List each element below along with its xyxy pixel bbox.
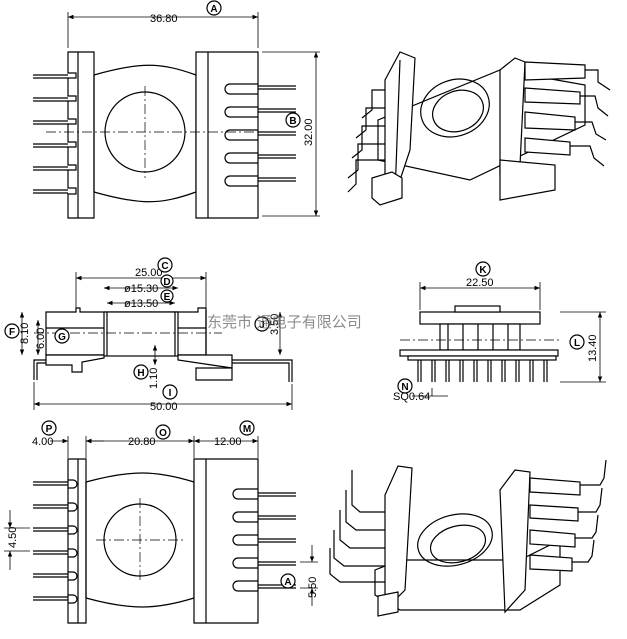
label-circle-I bbox=[162, 384, 178, 400]
dim-pin-pitch-right: 5.50 bbox=[307, 577, 319, 598]
dim-end-width: 22.50 bbox=[466, 277, 494, 289]
dim-pin-offset: 1.10 bbox=[148, 368, 160, 389]
label-J: J bbox=[259, 320, 265, 331]
dim-top-width: 36.80 bbox=[150, 13, 178, 25]
label-circle-G bbox=[54, 328, 70, 344]
label-F: F bbox=[9, 327, 15, 338]
label-E: E bbox=[164, 292, 171, 303]
label-circle-K bbox=[475, 261, 491, 277]
top-view: 36.80 A 32.00 B bbox=[33, 0, 320, 219]
label-I: I bbox=[169, 388, 172, 399]
bottom-view: 4.00 20.80 12.00 P O M bbox=[4, 420, 319, 624]
dim-inner-dia: ø13.50 bbox=[124, 298, 158, 310]
label-G: G bbox=[58, 332, 66, 343]
label-O: O bbox=[159, 428, 167, 439]
dim-top-height: 32.00 bbox=[303, 118, 315, 146]
label-circle-D bbox=[160, 274, 174, 288]
isometric-view-top bbox=[347, 51, 611, 206]
label-C: C bbox=[161, 261, 168, 272]
dim-outer-dia: ø15.30 bbox=[124, 283, 158, 295]
dim-end-height: 13.40 bbox=[587, 334, 599, 362]
label-L: L bbox=[574, 338, 580, 349]
side-view: 25.00 C ø15.30 D ø13.50 E 8.10 6.00 bbox=[4, 257, 293, 413]
dim-flange-height: 3.50 bbox=[269, 314, 281, 335]
label-circle-H bbox=[133, 364, 149, 380]
label-N: N bbox=[401, 382, 408, 393]
label-circle-C bbox=[157, 257, 173, 273]
label-circle-J bbox=[254, 316, 270, 332]
dim-bottom-right-flange: 12.00 bbox=[214, 436, 242, 448]
label-A: A bbox=[210, 4, 217, 15]
label-A2: A bbox=[284, 577, 291, 588]
watermark-text: 东莞市 通电子有限公司 bbox=[207, 313, 362, 331]
label-P: P bbox=[46, 424, 53, 435]
label-circle-P bbox=[41, 420, 57, 436]
label-K: K bbox=[479, 265, 487, 276]
label-circle-F bbox=[4, 323, 20, 339]
dim-bottom-core-width: 20.80 bbox=[128, 436, 156, 448]
label-circle-M bbox=[239, 420, 255, 436]
dim-body-height: 6.00 bbox=[35, 328, 47, 349]
dim-pin-pitch-left: 4.50 bbox=[7, 527, 19, 548]
label-circle-E bbox=[160, 289, 174, 303]
label-circle-L bbox=[569, 334, 585, 350]
label-circle-O bbox=[155, 424, 171, 440]
dim-total-height: 8.10 bbox=[19, 323, 31, 344]
dim-bottom-left-flange: 4.00 bbox=[32, 436, 53, 448]
isometric-view-bottom bbox=[329, 459, 607, 617]
dim-side-width: 25.00 bbox=[135, 267, 163, 279]
label-circle-A2 bbox=[280, 573, 296, 589]
label-D: D bbox=[163, 277, 170, 288]
label-B: B bbox=[289, 116, 296, 127]
dim-pin-section: SQ0.64 bbox=[393, 391, 430, 403]
label-circle-N bbox=[397, 378, 413, 394]
dim-side-total-width: 50.00 bbox=[150, 401, 178, 413]
label-circle-B bbox=[285, 112, 301, 128]
label-M: M bbox=[243, 424, 251, 435]
end-view: 22.50 K 13.40 bbox=[393, 261, 606, 403]
label-circle-A bbox=[206, 0, 222, 16]
label-H: H bbox=[137, 368, 144, 379]
